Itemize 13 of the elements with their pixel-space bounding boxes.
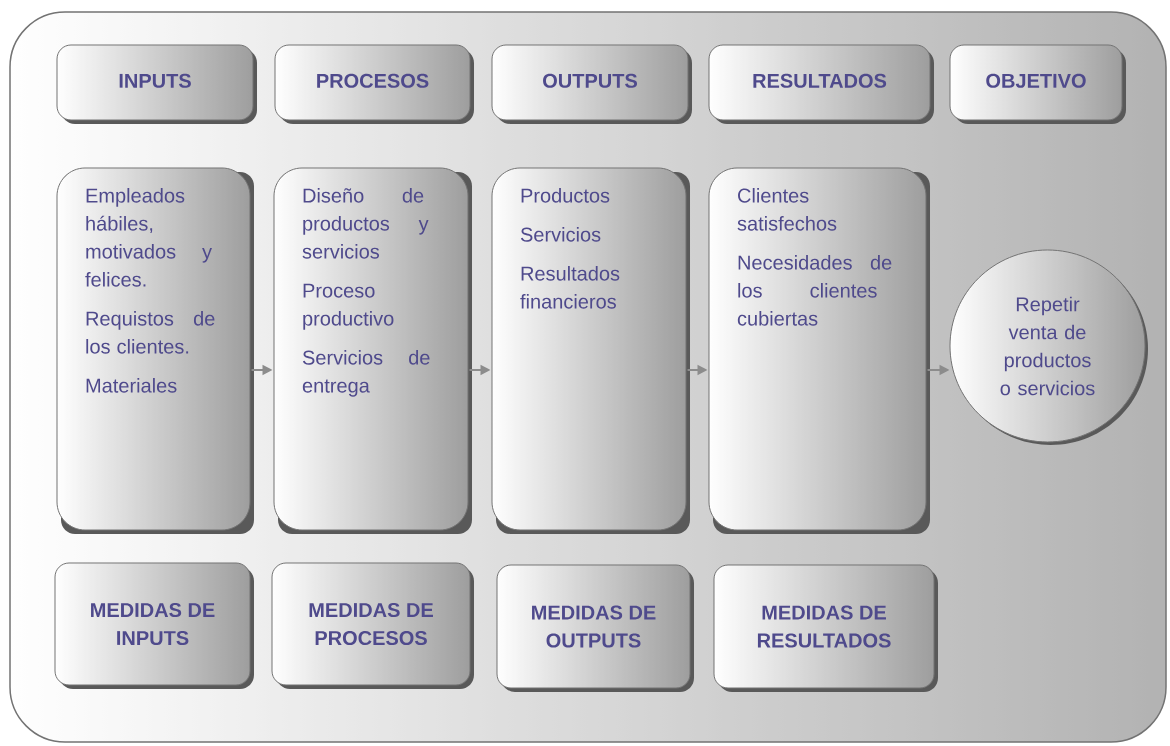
measure-box: MEDIDAS DE INPUTS	[54, 562, 254, 689]
content-box: Diseño de productos y servicios Proceso productivo Servicios de entrega	[273, 167, 472, 534]
header-box: RESULTADOS	[708, 44, 934, 124]
content-box: Empleados hábiles, motivados y felices. Requistos de los clientes. Materiales	[56, 167, 254, 534]
content-box: Clientes satisfechos Necesidades de los clientes cubiertas	[708, 167, 930, 534]
header-box: OBJETIVO	[949, 44, 1126, 124]
measure-box: MEDIDAS DE RESULTADOS	[713, 564, 938, 692]
content-box: Productos Servicios Resultados financieros	[491, 167, 690, 534]
header-box: PROCESOS	[274, 44, 474, 124]
header-box: OUTPUTS	[491, 44, 692, 124]
measure-box: MEDIDAS DE OUTPUTS	[496, 564, 694, 692]
measure-box: MEDIDAS DE PROCESOS	[271, 562, 474, 689]
header-box: INPUTS	[56, 44, 257, 124]
